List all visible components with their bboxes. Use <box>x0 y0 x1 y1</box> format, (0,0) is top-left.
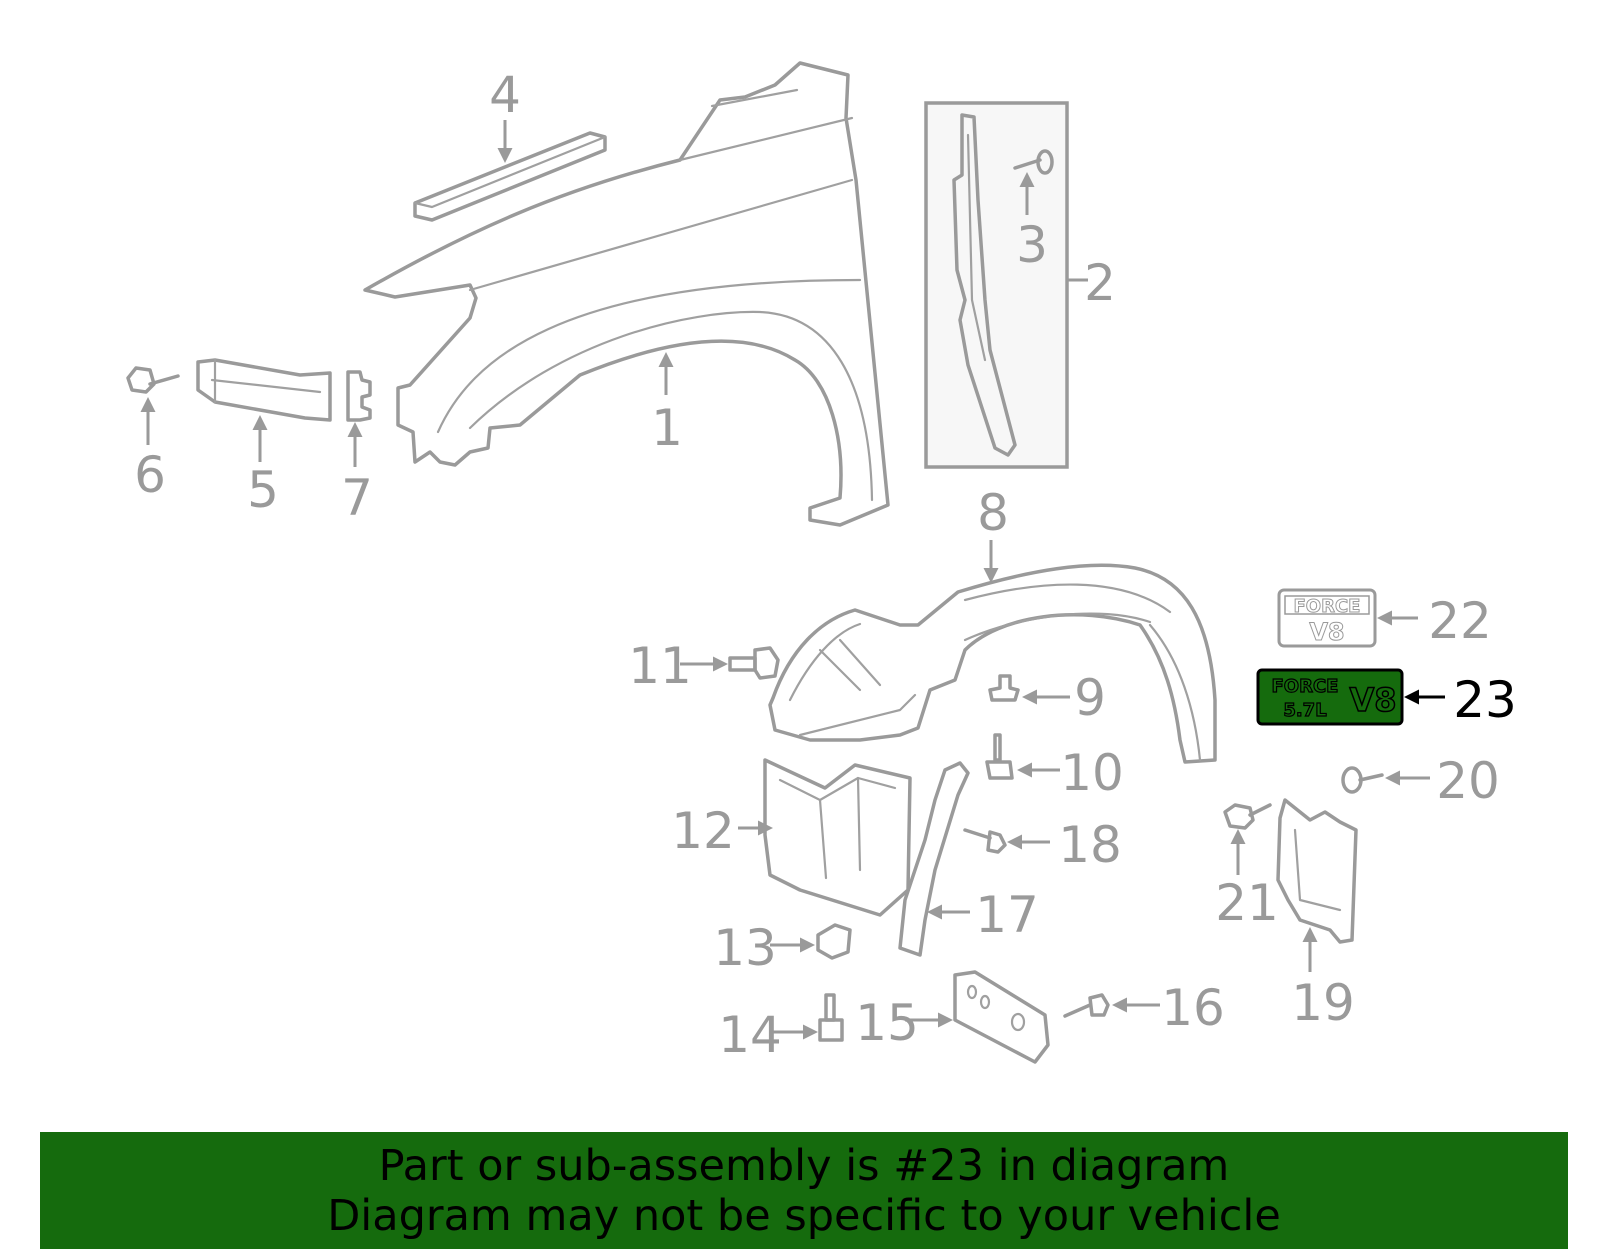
part-12-shield <box>763 758 912 917</box>
part-13-retainer <box>816 923 852 960</box>
badge-22-line1: FORCE <box>1294 596 1361 617</box>
callout-4: 4 <box>489 66 521 124</box>
callout-13: 13 <box>713 919 777 977</box>
part-16-bolt <box>1063 993 1110 1018</box>
callout-20: 20 <box>1436 752 1500 810</box>
part-9-clip <box>988 674 1020 702</box>
badge-22-line2: V8 <box>1309 618 1344 646</box>
callout-23: 23 <box>1453 671 1517 729</box>
info-banner: Part or sub-assembly is #23 in diagram D… <box>40 1132 1568 1249</box>
callout-1: 1 <box>651 399 683 457</box>
part-20-screw <box>1341 766 1384 794</box>
part-10-bolt <box>985 733 1014 780</box>
part-2-seal-box <box>924 101 1069 469</box>
part-11-bolt <box>728 646 780 680</box>
badge-23-line2: 5.7L <box>1283 700 1326 721</box>
callout-11: 11 <box>628 637 692 695</box>
part-1-fender <box>363 61 890 527</box>
part-18-bolt <box>963 828 1007 854</box>
callout-18: 18 <box>1058 816 1122 874</box>
part-22-badge: FORCE V8 <box>1277 588 1377 648</box>
callout-7: 7 <box>341 469 373 527</box>
part-7-clip <box>346 370 372 422</box>
callout-19: 19 <box>1291 974 1355 1032</box>
part-15-plate <box>953 970 1050 1064</box>
callout-21: 21 <box>1215 874 1279 932</box>
callout-8: 8 <box>977 484 1009 542</box>
callout-9: 9 <box>1074 669 1106 727</box>
callout-12: 12 <box>671 802 735 860</box>
badge-23-v8: V8 <box>1349 681 1396 719</box>
part-14-bolt <box>818 993 844 1042</box>
part-8-liner <box>768 563 1217 764</box>
callout-10: 10 <box>1060 744 1124 802</box>
callout-14: 14 <box>718 1006 782 1064</box>
leader-arrows <box>140 120 1445 1040</box>
callout-15: 15 <box>855 994 919 1052</box>
callout-17: 17 <box>975 886 1039 944</box>
badge-23-line1: FORCE <box>1272 676 1339 697</box>
callout-labels: 1 2 3 4 5 6 7 8 9 10 11 12 13 14 15 16 1… <box>134 66 1517 1064</box>
part-5-bracket <box>196 358 332 422</box>
callout-22: 22 <box>1428 592 1492 650</box>
parts-diagram: FORCE V8 FORCE 5.7L V8 1 2 <box>126 61 1517 1064</box>
callout-16: 16 <box>1161 979 1225 1037</box>
part-17-seal <box>898 761 970 957</box>
part-4-molding <box>413 131 607 222</box>
callout-3: 3 <box>1016 216 1048 274</box>
callout-5: 5 <box>247 461 279 519</box>
part-21-bolt <box>1223 803 1272 830</box>
banner-line-2: Diagram may not be specific to your vehi… <box>327 1190 1281 1241</box>
part-19-flap <box>1276 798 1358 944</box>
callout-2: 2 <box>1084 254 1116 312</box>
part-23-badge: FORCE 5.7L V8 <box>1256 668 1404 726</box>
callout-6: 6 <box>134 446 166 504</box>
part-6-bolt <box>126 366 180 394</box>
part-3-clip <box>1013 149 1054 175</box>
banner-line-1: Part or sub-assembly is #23 in diagram <box>378 1140 1230 1191</box>
